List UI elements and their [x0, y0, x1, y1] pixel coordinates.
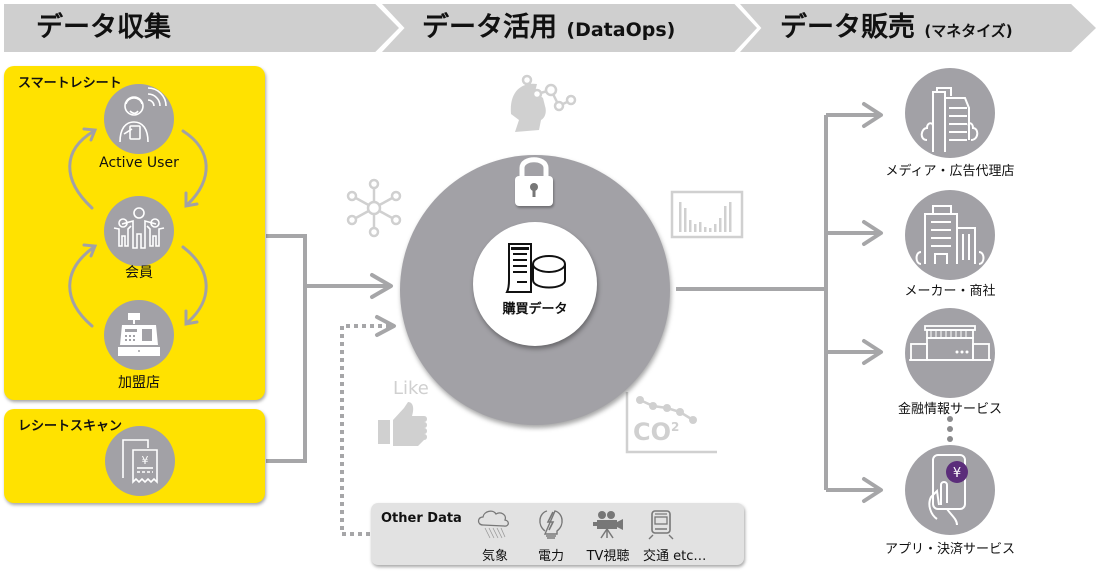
sales-target-media [905, 68, 995, 158]
panel-title: スマートレシート [18, 76, 122, 91]
arrow-head [370, 273, 393, 299]
company-buildings-icon [915, 205, 985, 265]
cycle-arrow [68, 245, 96, 328]
svg-text:¥: ¥ [953, 466, 961, 481]
other-data-item: 気象 [475, 509, 515, 564]
arrow-head [862, 339, 883, 365]
stage-title: データ収集 [36, 12, 171, 43]
stage-header-utilization: データ活用 (DataOps) [382, 4, 757, 52]
other-data-label: 気象 [481, 549, 508, 564]
co2-subscript: 2 [671, 420, 680, 434]
other-data-label: 交通 etc… [643, 549, 707, 564]
arrow-head [862, 477, 883, 503]
cycle-arrow [181, 245, 208, 324]
other-data-item: TV視聴 [580, 509, 636, 564]
cycle-arrows [68, 127, 208, 328]
like-thumbs-up-icon [378, 402, 427, 446]
other-data-title: Other Data [381, 511, 462, 526]
stage-header-sales: データ販売 (マネタイズ) [740, 4, 1096, 52]
weather-rain-icon [477, 510, 509, 539]
panel-title: レシートスキャン [18, 419, 123, 434]
other-data-label: TV視聴 [586, 549, 630, 564]
network-hub-icon [346, 178, 402, 238]
other-data-item: 交通 etc… [643, 509, 725, 564]
active-user-node [104, 84, 174, 154]
arrow-head [862, 102, 883, 128]
sales-target-finance [905, 308, 995, 398]
active-user-icon [119, 87, 167, 143]
bank-building-icon [909, 325, 991, 361]
sales-target-label: メディア・広告代理店 [885, 164, 1015, 179]
arrow-head [375, 315, 396, 337]
more-dots-icon [947, 416, 953, 442]
purchase-data-core: 購買データ [473, 222, 597, 346]
co2-icon-group: CO2 [625, 390, 720, 455]
video-camera-icon [593, 511, 623, 539]
sales-target-maker [905, 190, 995, 280]
stage-subtitle: (DataOps) [566, 19, 676, 41]
receipt-database-icon [505, 243, 566, 293]
sales-target-label: 金融情報サービス [897, 402, 1002, 417]
node-label: 加盟店 [118, 375, 160, 391]
other-data-panel: Other Data 気象 電力 TV視聴 [371, 503, 744, 565]
arrow-head [862, 220, 883, 246]
lock-icon [515, 157, 553, 206]
receipt-yen-icon: ¥ [122, 439, 158, 484]
mobile-payment-icon: ¥ [928, 454, 968, 526]
node-label: Active User [99, 155, 179, 171]
node-label: 会員 [125, 265, 153, 281]
members-icon [113, 207, 165, 249]
office-building-icon [920, 87, 979, 152]
core-label: 購買データ [502, 302, 568, 317]
ai-head-network-icon [510, 74, 577, 132]
collection-bracket-line [266, 234, 307, 463]
svg-text:¥: ¥ [142, 454, 149, 467]
sales-target-app-payment: ¥ [905, 445, 995, 535]
co2-trend-icon [625, 392, 717, 454]
other-data-item: 電力 [531, 509, 571, 564]
co2-label: CO [633, 418, 672, 446]
electric-bulb-icon [539, 510, 563, 539]
stage-header-collection: データ収集 [4, 4, 399, 52]
cycle-arrow [181, 129, 208, 206]
sales-target-label: メーカー・商社 [904, 284, 996, 299]
other-data-label: 電力 [537, 549, 564, 564]
cash-register-icon [118, 313, 160, 356]
stage-title: データ活用 [422, 12, 557, 43]
other-data-dotted-line [340, 324, 392, 536]
store-node [104, 300, 174, 370]
train-icon [648, 510, 674, 540]
sales-target-label: アプリ・決済サービス [884, 542, 1015, 557]
bar-chart-icon [670, 190, 744, 239]
stage-title: データ販売 [780, 12, 915, 43]
stage-subtitle: (マネタイズ) [924, 22, 1013, 40]
members-node [104, 196, 174, 266]
co2-text: CO2 [633, 418, 679, 446]
receipt-scan-node: ¥ [105, 426, 175, 496]
like-icon-group: Like [378, 378, 438, 448]
cycle-arrow [68, 129, 96, 210]
like-text: Like [393, 378, 429, 399]
